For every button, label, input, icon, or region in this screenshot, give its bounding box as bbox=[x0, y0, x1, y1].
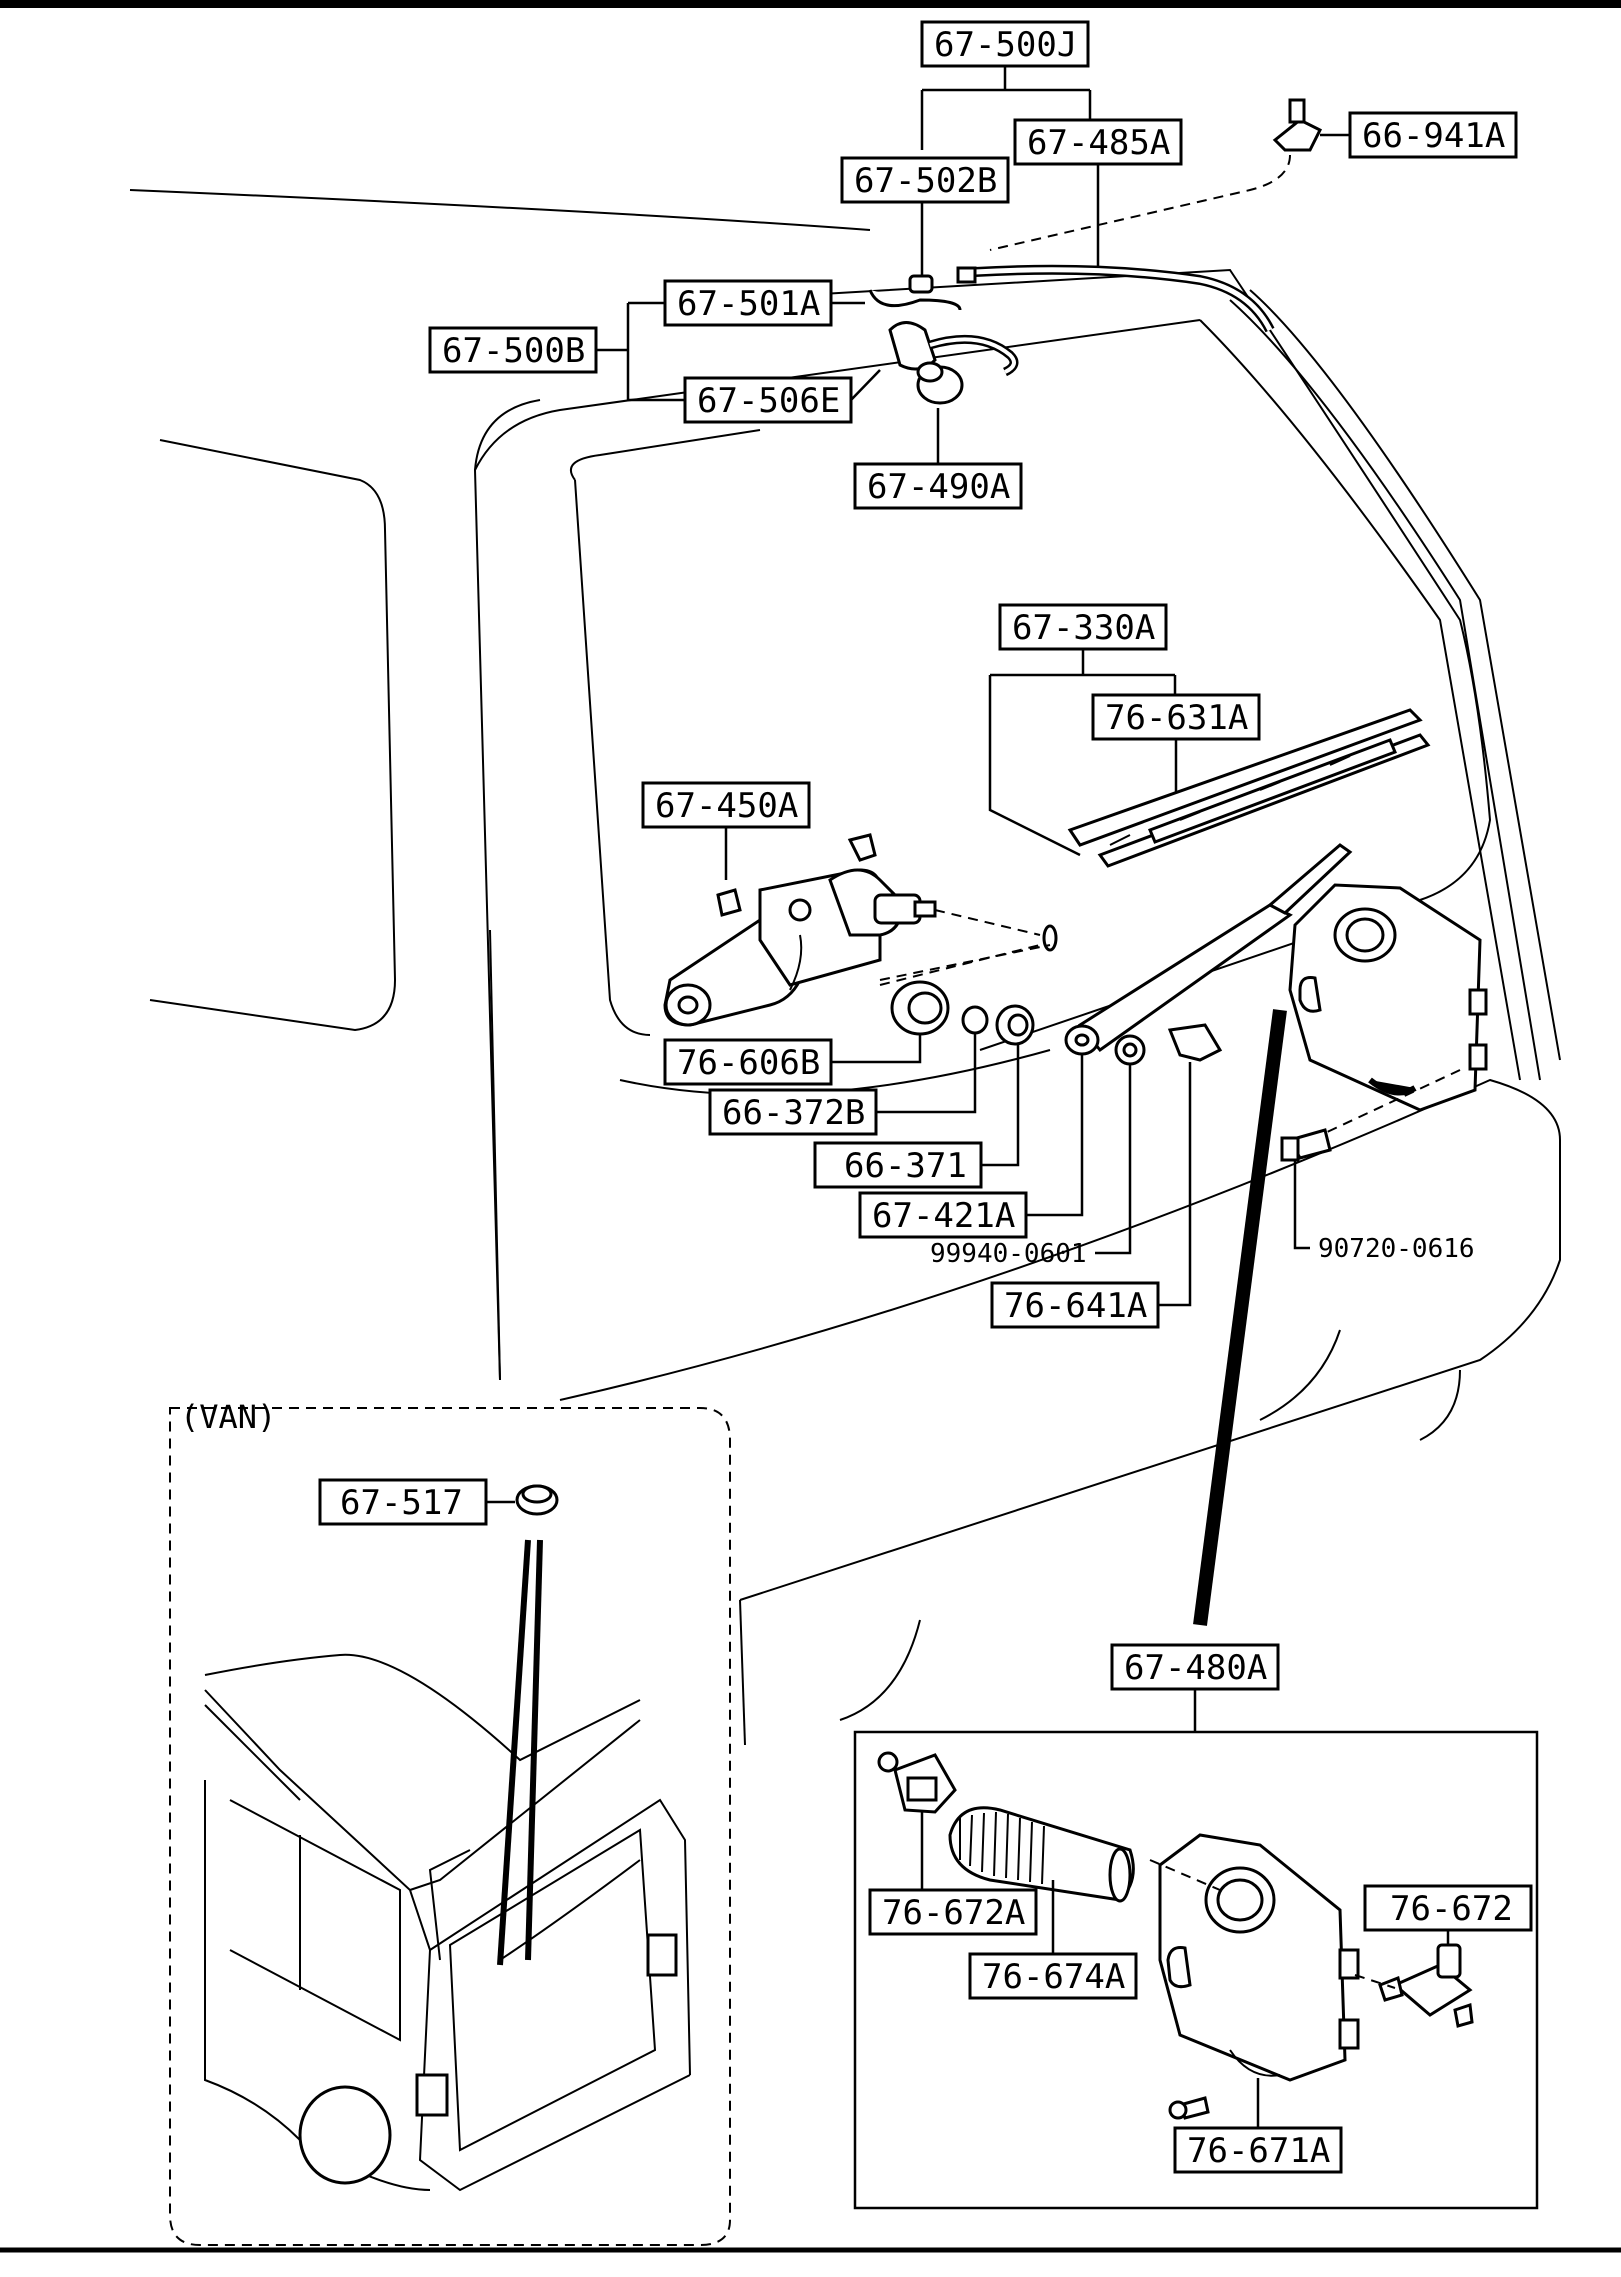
pivot-bushing-part bbox=[890, 980, 950, 1036]
wiper-blade-group: 67-330A 76-631A bbox=[988, 603, 1431, 868]
filler-hose-part bbox=[948, 1806, 1135, 1903]
label-76-606B: 76-606B bbox=[677, 1043, 820, 1083]
label-90720-0616: 90720-0616 bbox=[1318, 1234, 1475, 1264]
detail-reference-line bbox=[1193, 1009, 1287, 1626]
label-66-371: 66-371 bbox=[844, 1146, 967, 1186]
label-76-674A: 76-674A bbox=[982, 1957, 1125, 1997]
wiper-blade-part bbox=[1067, 708, 1431, 868]
label-67-490A: 67-490A bbox=[867, 467, 1010, 507]
label-66-941A: 66-941A bbox=[1362, 116, 1505, 156]
washer-pump-part bbox=[1378, 1943, 1474, 2028]
washer-tank-detail: 67-480A bbox=[853, 1643, 1539, 2210]
label-67-330A: 67-330A bbox=[1012, 608, 1155, 648]
label-67-480A: 67-480A bbox=[1124, 1648, 1267, 1688]
wiper-arm-part bbox=[1064, 843, 1353, 1056]
label-67-500J: 67-500J bbox=[934, 25, 1077, 65]
label-76-672A: 76-672A bbox=[882, 1893, 1025, 1933]
hose-clip-part bbox=[1272, 98, 1323, 152]
label-76-671A: 76-671A bbox=[1187, 2131, 1330, 2171]
label-76-641A: 76-641A bbox=[1004, 1286, 1147, 1326]
hose-joint-part bbox=[908, 274, 934, 294]
wiper-motor-part bbox=[663, 833, 937, 1027]
wiper-arm-group: 76-606B 66-372B 66-371 67-421A 99940-060… bbox=[663, 843, 1353, 1329]
label-67-485A: 67-485A bbox=[1027, 123, 1170, 163]
tank-detail-bolt-part bbox=[1168, 2096, 1210, 2120]
tank-bolt-part bbox=[1280, 1128, 1332, 1162]
van-inset-frame bbox=[169, 1407, 731, 2246]
label-67-421A: 67-421A bbox=[872, 1196, 1015, 1236]
van-inset: (VAN) 67-517 bbox=[169, 1398, 731, 2246]
washer-tank-detail-part bbox=[1158, 1833, 1360, 2082]
plug-part bbox=[515, 1484, 559, 1516]
wiper-motor-group: 67-450A bbox=[641, 781, 1058, 1027]
label-99940-0601: 99940-0601 bbox=[930, 1239, 1087, 1269]
washer-nozzle-group: 67-500J 67-485A 66-941A 67-502B 67-501A bbox=[428, 20, 1518, 510]
pivot-nut-part bbox=[1114, 1034, 1146, 1066]
label-67-506E: 67-506E bbox=[697, 381, 840, 421]
detail-frame bbox=[853, 1730, 1539, 2210]
arm-cover-part bbox=[1167, 1023, 1223, 1062]
label-67-501A: 67-501A bbox=[677, 284, 820, 324]
label-67-502B: 67-502B bbox=[854, 161, 997, 201]
van-label: (VAN) bbox=[180, 1398, 276, 1436]
label-76-631A: 76-631A bbox=[1105, 698, 1248, 738]
washer-tank-installed: 90720-0616 bbox=[1280, 883, 1488, 1264]
label-67-450A: 67-450A bbox=[655, 786, 798, 826]
pivot-cap-part bbox=[995, 1004, 1035, 1046]
pivot-washer-part bbox=[961, 1005, 989, 1035]
label-67-517: 67-517 bbox=[340, 1483, 463, 1523]
label-66-372B: 66-372B bbox=[722, 1093, 865, 1133]
washer-nozzle-part bbox=[916, 361, 964, 405]
nozzle-grommet-part bbox=[888, 321, 937, 371]
label-67-500B: 67-500B bbox=[442, 331, 585, 371]
label-76-672: 76-672 bbox=[1390, 1889, 1513, 1929]
van-rear-sketch bbox=[204, 1653, 691, 2192]
tank-cap-part bbox=[877, 1751, 957, 1814]
nozzle-hose-part bbox=[868, 289, 962, 311]
washer-hose bbox=[974, 264, 1275, 333]
